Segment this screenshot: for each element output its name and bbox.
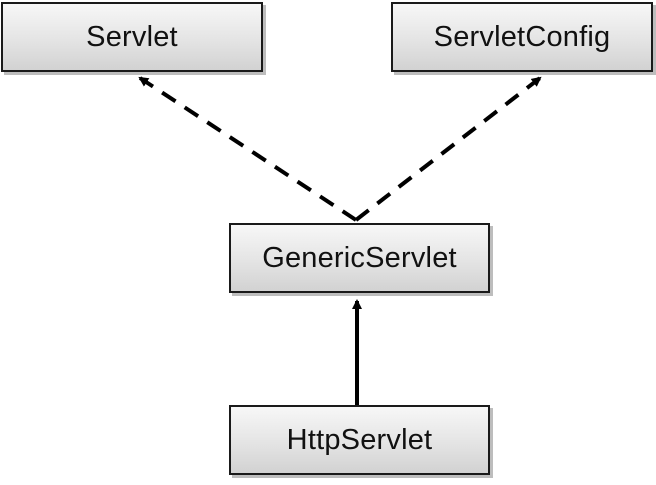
node-genericservlet: GenericServlet <box>229 223 490 293</box>
node-label-servletconfig: ServletConfig <box>433 20 611 53</box>
edge-genericservlet-to-servlet <box>138 76 358 222</box>
node-httpservlet: HttpServlet <box>229 405 490 475</box>
node-servlet: Servlet <box>1 2 263 72</box>
node-servletconfig: ServletConfig <box>391 2 653 72</box>
node-label-httpservlet: HttpServlet <box>286 423 433 456</box>
edge-genericservlet-to-servletconfig <box>354 76 542 222</box>
node-label-genericservlet: GenericServlet <box>262 241 457 274</box>
node-label-servlet: Servlet <box>86 20 178 53</box>
